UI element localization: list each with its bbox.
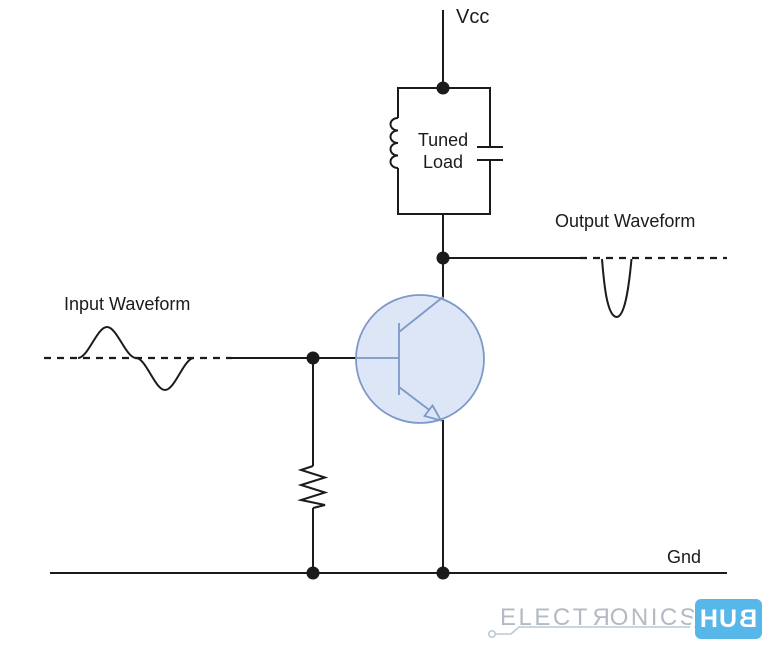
tuned-load-label-line2: Load: [423, 152, 463, 172]
tuned-load-box: [397, 87, 491, 215]
logo-brand-part: ELECT: [500, 604, 590, 631]
transistor-icon: [355, 294, 485, 424]
vcc-label: Vcc: [456, 6, 489, 28]
logo-brand-part: ONICS: [609, 604, 699, 631]
junction-dot: [436, 251, 450, 265]
transistor-circle: [355, 294, 485, 424]
junction-dot: [436, 81, 450, 95]
input-waveform-label: Input Waveform: [64, 294, 190, 314]
junction-dot: [436, 566, 450, 580]
output-waveform-label: Output Waveform: [555, 211, 695, 231]
logo-trace-line: [487, 626, 695, 638]
logo-brand-part-mirrored-r: R: [589, 604, 610, 631]
inductor-icon: [389, 117, 399, 169]
transistor-collector-lead: [398, 296, 444, 333]
gnd-label: Gnd: [667, 547, 701, 567]
logo-hub-part-mirrored-b: B: [738, 604, 758, 633]
resistor-icon: [297, 465, 329, 509]
logo-brand-text: ELECTRONICS: [500, 604, 699, 631]
transistor-emitter-arrow: [422, 403, 443, 422]
tuned-load: [389, 87, 503, 215]
tuned-load-label-line1: Tuned: [418, 130, 468, 150]
junction-dot: [306, 566, 320, 580]
transistor-emitter-lead: [398, 386, 433, 413]
logo-hub-part: HU: [699, 604, 739, 633]
junction-dot: [306, 351, 320, 365]
input-sine-waveform: [77, 325, 195, 392]
output-pulse-waveform: [601, 258, 633, 319]
base-resistor: [297, 358, 329, 573]
